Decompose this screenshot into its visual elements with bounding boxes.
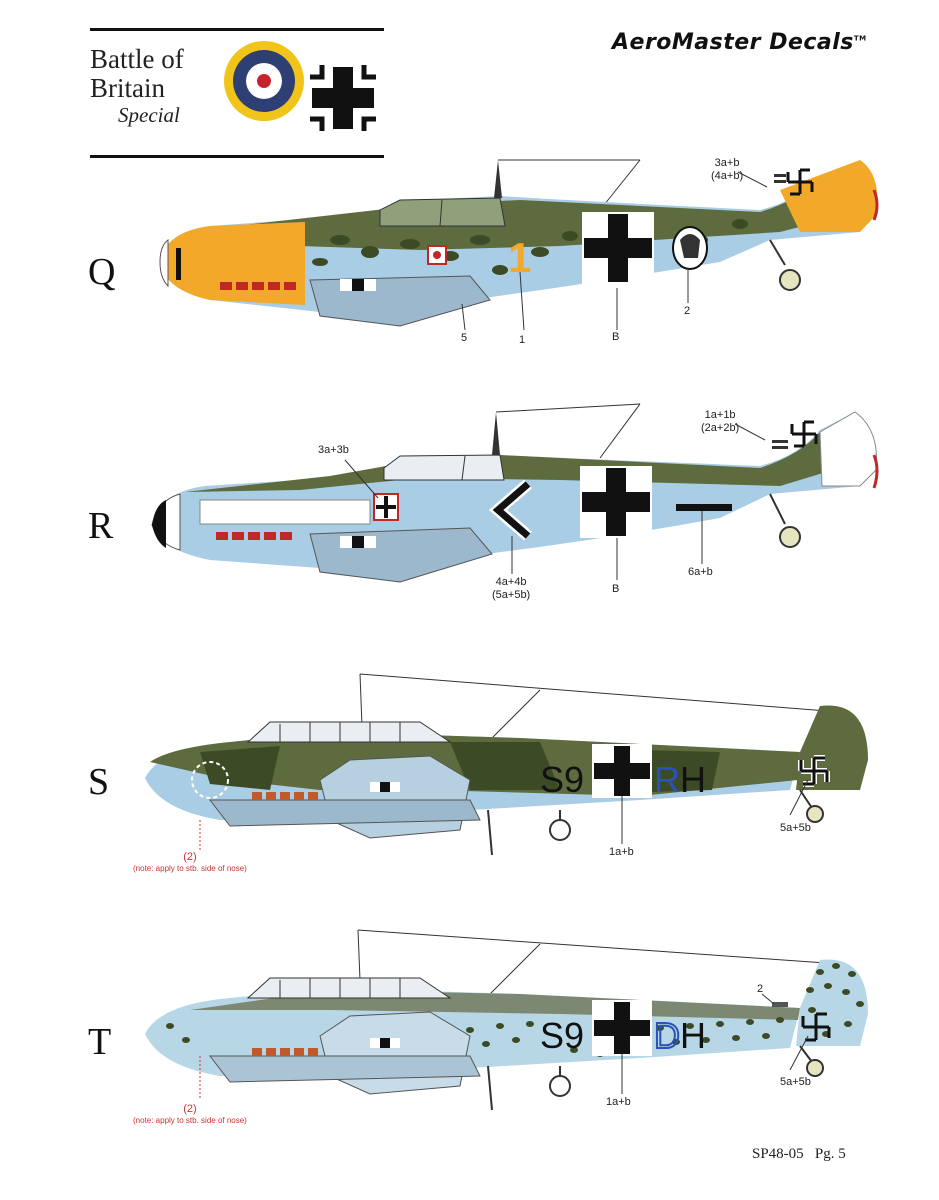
code-s9: S9 xyxy=(540,1015,584,1056)
cowl-badge-icon xyxy=(427,245,447,265)
balkenkreuz-icon xyxy=(340,279,376,291)
label-q-tail: 3a+b(4a+b) xyxy=(711,157,744,182)
cockpit-badge-icon xyxy=(373,493,399,521)
profile-s-aircraft: S9 R H xyxy=(145,673,868,856)
title-block: Battle of Britain Special xyxy=(90,45,184,128)
profile-t-aircraft: S9 D H xyxy=(145,929,868,1111)
swastika-icon xyxy=(801,1012,831,1042)
swastika-icon xyxy=(790,420,818,448)
page-reference: SP48-05 Pg. 5 xyxy=(752,1146,846,1162)
horizontal-bar-marking xyxy=(676,504,732,511)
balkenkreuz-icon xyxy=(370,782,400,792)
profile-r-aircraft xyxy=(151,403,879,583)
code-letter-h: H xyxy=(680,759,706,800)
label-t-tail: 5a+5b xyxy=(780,1076,811,1088)
label-t-nose: (2)(note: apply to stb. side of nose) xyxy=(133,1103,247,1126)
number-one: 1 xyxy=(508,234,531,281)
label-q-cross: B xyxy=(612,331,620,343)
title-line-1: Battle of xyxy=(90,44,184,74)
raf-roundel-icon xyxy=(224,41,304,121)
code-s9: S9 xyxy=(540,759,584,800)
balkenkreuz-icon xyxy=(340,536,376,548)
label-s-tail: 5a+5b xyxy=(780,822,811,834)
balkenkreuz-icon xyxy=(310,65,376,131)
profile-letter-r: R xyxy=(88,505,114,547)
title-line-2: Britain xyxy=(90,73,165,103)
balkenkreuz-icon xyxy=(582,212,654,284)
profile-letter-t: T xyxy=(88,1021,112,1063)
label-q-number: 1 xyxy=(519,334,526,346)
code-letter-d: D xyxy=(654,1015,680,1056)
profile-letter-s: S xyxy=(88,761,110,803)
title-line-3: Special xyxy=(118,103,180,127)
balkenkreuz-icon xyxy=(580,466,652,538)
profile-q-aircraft: 1 xyxy=(159,159,879,331)
label-t-fin: 2 xyxy=(757,983,764,995)
title-box: Battle of Britain Special xyxy=(90,28,384,158)
label-r-chevron: 4a+4b(5a+5b) xyxy=(492,576,531,601)
label-q-cowl: 5 xyxy=(461,332,468,344)
balkenkreuz-icon xyxy=(370,1038,400,1048)
nose-marking-outline xyxy=(191,761,229,799)
label-r-cockpit: 3a+3b xyxy=(318,444,349,456)
label-t-cross: 1a+b xyxy=(606,1096,631,1108)
label-r-bar: 6a+b xyxy=(688,566,713,578)
brand-logo: AeroMaster DecalsTM xyxy=(612,30,867,55)
label-s-cross: 1a+b xyxy=(609,846,634,858)
label-r-tail: 1a+1b(2a+2b) xyxy=(701,409,740,434)
code-letter-r: R xyxy=(654,759,680,800)
balkenkreuz-icon xyxy=(592,744,652,798)
label-r-cross: B xyxy=(612,583,620,595)
balkenkreuz-icon xyxy=(592,1000,652,1056)
label-q-emblem: 2 xyxy=(684,305,691,317)
code-letter-h: H xyxy=(680,1015,706,1056)
wing-emblem-icon xyxy=(672,226,708,270)
label-s-nose: (2)(note: apply to stb. side of nose) xyxy=(133,851,247,874)
profile-letter-q: Q xyxy=(88,251,116,293)
swastika-icon xyxy=(786,168,814,196)
